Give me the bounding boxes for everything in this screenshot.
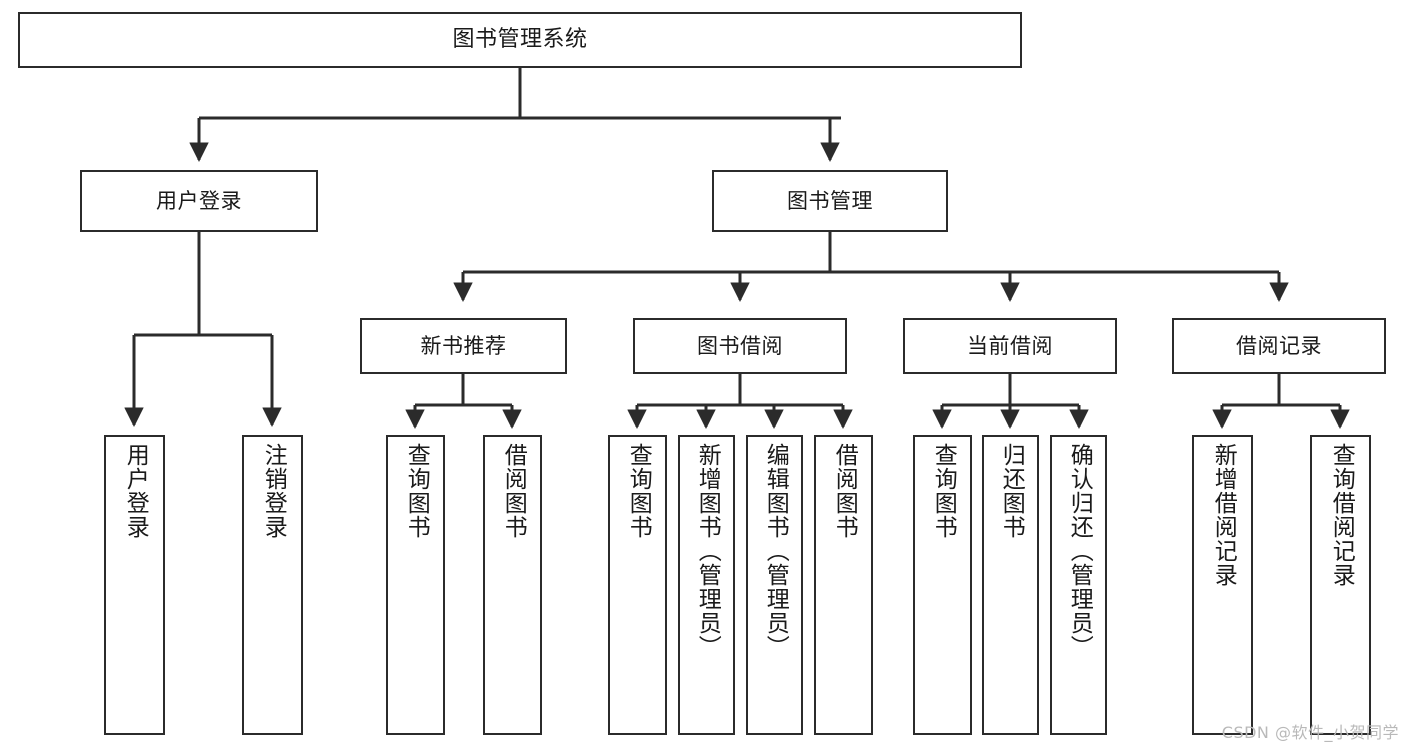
leaf-new-book-query-book[interactable]: 查询图书 — [386, 435, 445, 735]
leaf-current-borrow-return-book[interactable]: 归还图书 — [982, 435, 1039, 735]
leaf-borrow-record-query-record[interactable]: 查询借阅记录 — [1310, 435, 1371, 735]
node-new-book-recommend-label: 新书推荐 — [420, 333, 507, 358]
node-new-book-recommend[interactable]: 新书推荐 — [360, 318, 567, 374]
leaf-new-book-borrow-book[interactable]: 借阅图书 — [483, 435, 542, 735]
node-current-borrow[interactable]: 当前借阅 — [903, 318, 1117, 374]
node-borrow-record[interactable]: 借阅记录 — [1172, 318, 1386, 374]
leaf-current-borrow-query-book-label: 查询图书 — [930, 443, 957, 539]
leaf-user-login-login[interactable]: 用户登录 — [104, 435, 165, 735]
leaf-user-login-logout-label: 注销登录 — [260, 443, 287, 539]
node-book-borrow-label: 图书借阅 — [697, 333, 783, 358]
leaf-user-login-login-label: 用户登录 — [122, 443, 149, 539]
leaf-current-borrow-confirm-return-label: 确认归还（管理员） — [1066, 443, 1093, 659]
node-user-login[interactable]: 用户登录 — [80, 170, 318, 232]
leaf-book-borrow-borrow-book[interactable]: 借阅图书 — [814, 435, 873, 735]
leaf-new-book-query-book-label: 查询图书 — [403, 443, 430, 539]
leaf-current-borrow-query-book[interactable]: 查询图书 — [913, 435, 972, 735]
node-root[interactable]: 图书管理系统 — [18, 12, 1022, 68]
node-book-management-label: 图书管理 — [787, 188, 873, 213]
csdn-watermark: CSDN @软件_小贺同学 — [1221, 723, 1399, 742]
leaf-borrow-record-add-record[interactable]: 新增借阅记录 — [1192, 435, 1253, 735]
leaf-book-borrow-query-book-label: 查询图书 — [625, 443, 652, 539]
node-user-login-label: 用户登录 — [156, 188, 242, 213]
node-current-borrow-label: 当前借阅 — [967, 333, 1053, 358]
node-book-borrow[interactable]: 图书借阅 — [633, 318, 847, 374]
node-book-management[interactable]: 图书管理 — [712, 170, 948, 232]
leaf-book-borrow-query-book[interactable]: 查询图书 — [608, 435, 667, 735]
leaf-borrow-record-query-record-label: 查询借阅记录 — [1328, 443, 1355, 587]
leaf-borrow-record-add-record-label: 新增借阅记录 — [1210, 443, 1237, 587]
node-borrow-record-label: 借阅记录 — [1236, 333, 1322, 358]
leaf-book-borrow-edit-book-label: 编辑图书（管理员） — [762, 443, 789, 659]
leaf-book-borrow-edit-book[interactable]: 编辑图书（管理员） — [746, 435, 803, 735]
leaf-book-borrow-borrow-book-label: 借阅图书 — [831, 443, 858, 539]
leaf-current-borrow-confirm-return[interactable]: 确认归还（管理员） — [1050, 435, 1107, 735]
leaf-user-login-logout[interactable]: 注销登录 — [242, 435, 303, 735]
leaf-book-borrow-add-book[interactable]: 新增图书（管理员） — [678, 435, 735, 735]
leaf-current-borrow-return-book-label: 归还图书 — [998, 443, 1025, 539]
leaf-book-borrow-add-book-label: 新增图书（管理员） — [694, 443, 721, 659]
node-root-label: 图书管理系统 — [452, 27, 588, 53]
leaf-new-book-borrow-book-label: 借阅图书 — [500, 443, 527, 539]
